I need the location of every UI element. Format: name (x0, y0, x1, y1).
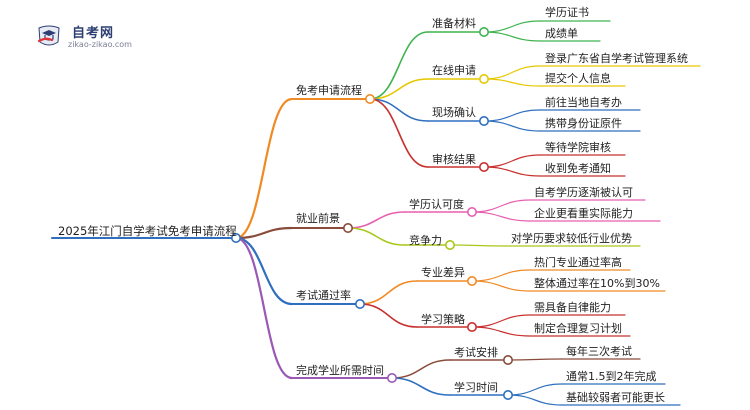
subtopic-label: 专业差异 (421, 266, 465, 279)
subtopic-label: 准备材料 (432, 17, 476, 30)
leaf-connector (483, 20, 541, 33)
leaf-label: 登录广东省自学考试管理系统 (545, 52, 688, 65)
branch-connector (234, 236, 294, 306)
leaf-connector (483, 120, 541, 132)
subtopic-node-dot (444, 240, 455, 251)
logo: 自考网 zikao-zikao.com (28, 18, 138, 56)
branch-node-dot (354, 298, 365, 309)
leaf-label: 企业更看重实际能力 (534, 207, 633, 220)
leaf-label: 成绩单 (545, 27, 578, 40)
leaf-label: 收到免考通知 (545, 162, 611, 175)
leaf-connector (471, 199, 531, 213)
subtopic-node-dot (466, 275, 477, 286)
subtopic-node-dot (478, 74, 489, 85)
subtopic-label: 竞争力 (409, 234, 442, 247)
leaf-label: 等待学院审核 (545, 141, 611, 154)
subtopic-node-dot (502, 354, 513, 365)
leaf-connector (471, 314, 531, 328)
branch-label: 免考申请流程 (296, 84, 362, 97)
leaf-connector (507, 394, 563, 406)
subtopic-node-dot (466, 207, 477, 218)
subtopic-connector (347, 227, 406, 246)
branch-node-dot (364, 94, 375, 105)
leaf-connector (483, 65, 541, 80)
branch-node-dot (386, 372, 397, 383)
subtopic-connector (359, 280, 418, 305)
leaf-connector (471, 269, 531, 282)
leaf-label: 通常1.5到2年完成 (566, 370, 657, 383)
subtopic-label: 审核结果 (432, 153, 476, 166)
subtopic-node-dot (478, 26, 489, 37)
subtopic-connector (391, 359, 451, 379)
branch-label: 就业前景 (296, 212, 340, 225)
leaf-label: 自考学历逐渐被认可 (534, 186, 633, 199)
leaf-label: 学历证书 (545, 6, 589, 19)
leaf-label: 每年三次考试 (566, 345, 632, 358)
subtopic-connector (391, 377, 451, 396)
leaf-connector (449, 244, 506, 247)
subtopic-connector (359, 303, 418, 328)
leaf-label: 制定合理复习计划 (534, 322, 622, 335)
leaf-label: 需具备自律能力 (534, 301, 611, 314)
root-topic: 2025年江门自学考试免考申请流程 (58, 224, 237, 238)
subtopic-label: 学习策略 (421, 313, 465, 326)
branch-connector (234, 226, 294, 240)
leaf-label: 整体通过率在10%到30% (534, 277, 660, 290)
root-node-dot (231, 233, 242, 244)
subtopic-connector (369, 98, 429, 122)
subtopic-connector (369, 78, 429, 100)
subtopic-connector (369, 98, 429, 168)
subtopic-node-dot (502, 389, 513, 400)
subtopic-label: 学习时间 (454, 381, 498, 394)
leaf-connector (471, 326, 531, 337)
leaf-connector (507, 383, 563, 396)
branch-node-dot (342, 223, 353, 234)
logo-title: 自考网 (72, 26, 115, 41)
leaf-connector (483, 166, 541, 177)
subtopic-node-dot (478, 162, 489, 173)
subtopic-label: 考试安排 (454, 346, 498, 359)
leaf-connector (483, 154, 541, 168)
leaf-label: 提交个人信息 (545, 72, 611, 85)
subtopic-node-dot (466, 321, 477, 332)
subtopic-label: 现场确认 (432, 106, 476, 119)
leaf-connector (483, 31, 541, 42)
leaf-label: 对学历要求较低行业优势 (511, 232, 632, 245)
subtopic-connector (369, 31, 429, 100)
subtopic-connector (347, 211, 406, 229)
leaf-connector (483, 109, 541, 122)
branch-label: 考试通过率 (296, 289, 351, 302)
leaf-label: 基础较弱者可能更长 (566, 391, 665, 404)
logo-badge-icon (37, 25, 60, 46)
subtopic-label: 学历认可度 (409, 198, 464, 211)
leaf-connector (507, 358, 563, 361)
subtopic-node-dot (478, 116, 489, 127)
logo-subtitle: zikao-zikao.com (68, 40, 132, 49)
leaf-label: 热门专业通过率高 (534, 256, 622, 269)
branch-connector (234, 97, 294, 240)
leaf-label: 携带身份证原件 (545, 117, 622, 130)
leaf-connector (483, 78, 541, 87)
subtopic-label: 在线申请 (432, 64, 476, 77)
leaf-connector (471, 280, 531, 292)
branch-connector (234, 236, 294, 380)
branch-label: 完成学业所需时间 (296, 364, 384, 377)
leaf-connector (471, 211, 531, 222)
leaf-label: 前往当地自考办 (545, 96, 622, 109)
